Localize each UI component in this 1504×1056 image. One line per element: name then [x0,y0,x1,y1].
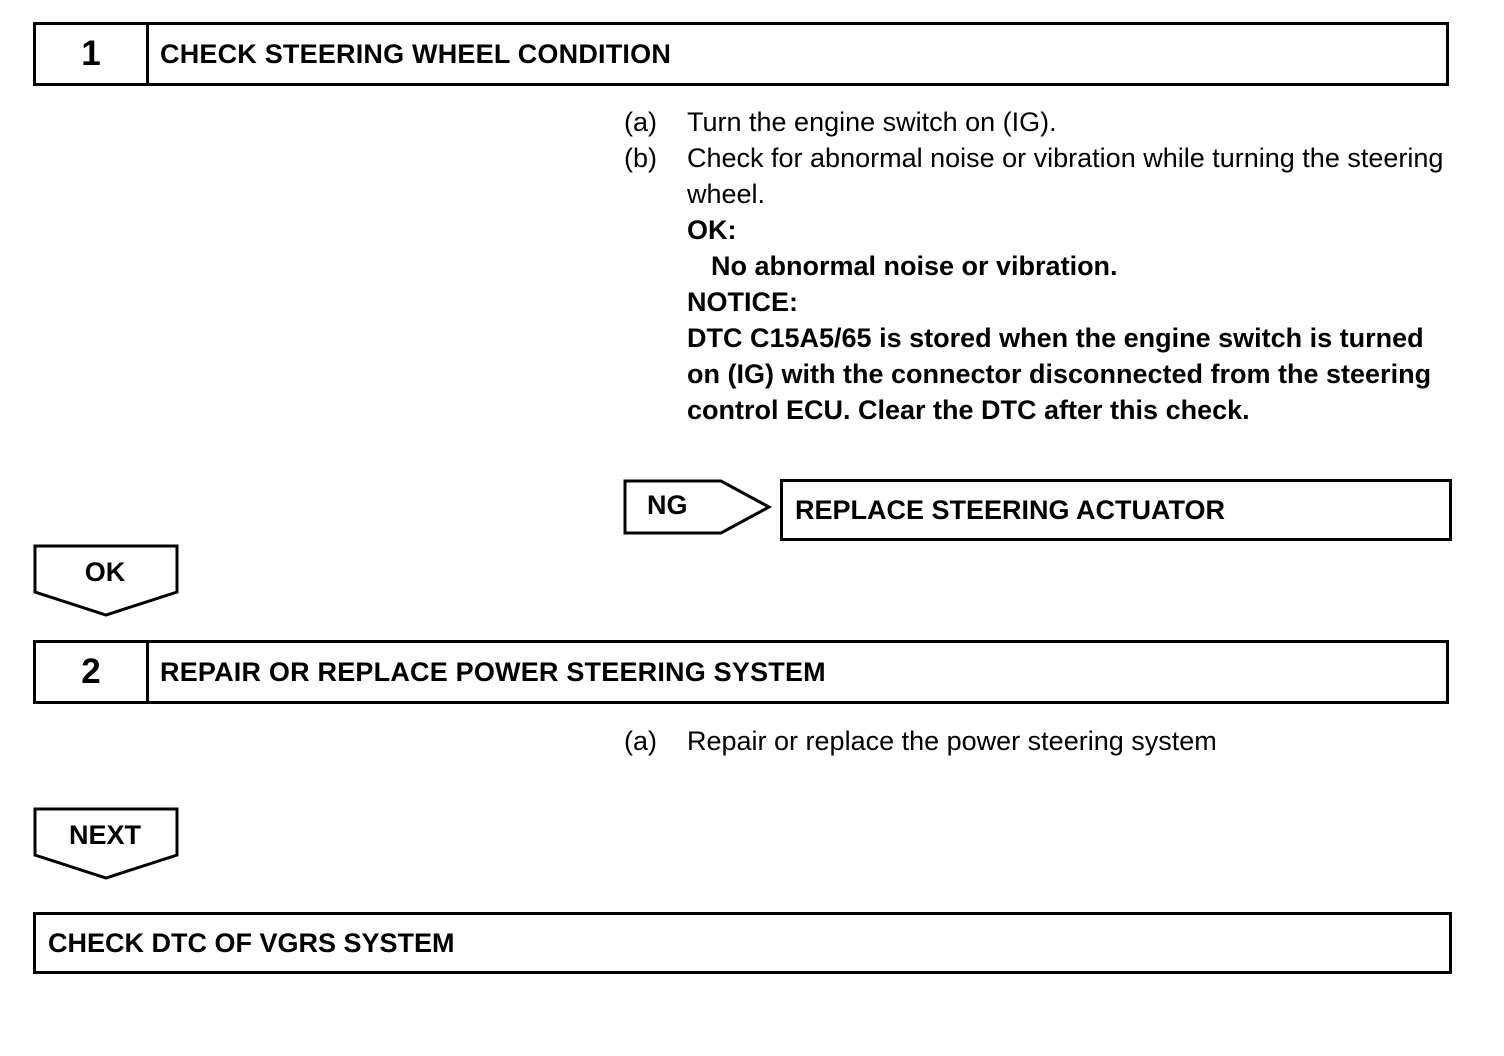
next-arrow-label: NEXT [68,820,141,850]
step-2-title: REPAIR OR REPLACE POWER STEERING SYSTEM [160,656,826,687]
notice-label: NOTICE: [687,287,798,317]
instruction-text: Check for abnormal noise or vibration wh… [687,143,1444,209]
next-arrow-icon [33,807,179,880]
ng-arrow-icon [623,479,773,535]
step-2-instructions: (a) Repair or replace the power steering… [624,723,1448,759]
instruction-item: (a) Repair or replace the power steering… [624,723,1448,759]
final-step-box: CHECK DTC OF VGRS SYSTEM [33,912,1452,974]
step-1-instructions: (a) Turn the engine switch on (IG). (b) … [624,104,1448,428]
ok-criteria: No abnormal noise or vibration. [711,251,1118,281]
ok-label: OK: [687,215,737,245]
ng-result-box: REPLACE STEERING ACTUATOR [780,479,1452,541]
notice-text: DTC C15A5/65 is stored when the engine s… [687,323,1432,425]
instruction-text: Turn the engine switch on (IG). [687,107,1057,137]
ok-arrow-label: OK [84,557,126,587]
ng-label: NG [647,490,688,520]
step-1-title: CHECK STEERING WHEEL CONDITION [160,38,672,69]
step-1-number: 1 [36,25,149,83]
ok-arrow-icon [33,544,179,617]
instruction-item: (a) Turn the engine switch on (IG). [624,104,1448,140]
instruction-letter: (a) [624,107,657,137]
step-2-number: 2 [36,643,149,701]
instruction-text: Repair or replace the power steering sys… [687,726,1217,756]
instruction-item: (b) Check for abnormal noise or vibratio… [624,140,1448,428]
step-1-header: 1 CHECK STEERING WHEEL CONDITION [33,22,1449,86]
instruction-letter: (a) [624,726,657,756]
step-2-header: 2 REPAIR OR REPLACE POWER STEERING SYSTE… [33,640,1449,704]
instruction-letter: (b) [624,143,657,173]
